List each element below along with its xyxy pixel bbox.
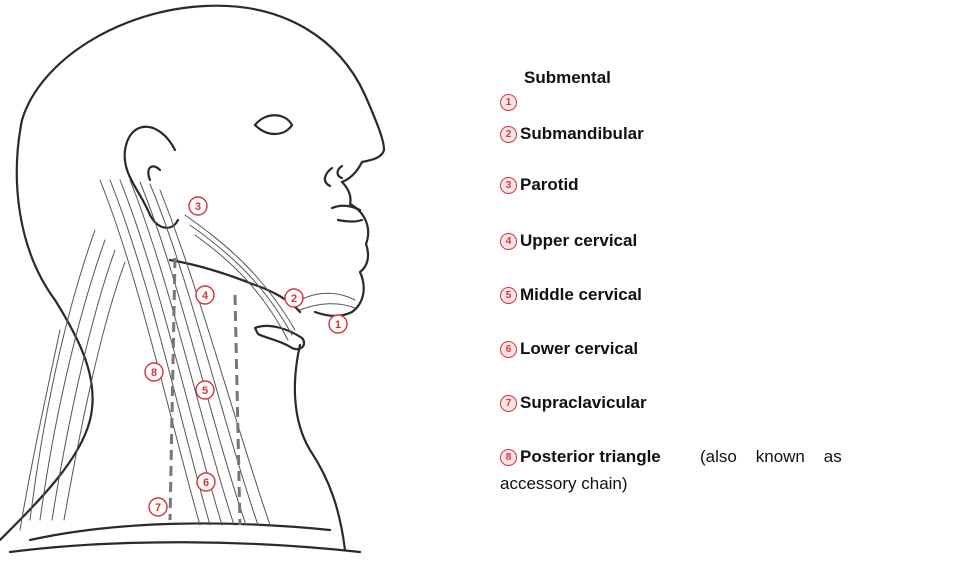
clavicle-line xyxy=(30,523,330,540)
number-8-icon: 8 xyxy=(500,449,517,466)
number-1-icon: 1 xyxy=(500,94,517,111)
node-marker-3: 3 xyxy=(189,197,207,215)
eye-lower xyxy=(255,125,292,134)
front-neck-line xyxy=(295,345,345,550)
node-marker-7: 7 xyxy=(149,498,167,516)
nostril xyxy=(338,166,343,178)
bottom-line xyxy=(10,542,360,552)
svg-text:1: 1 xyxy=(335,319,341,331)
number-3-icon: 3 xyxy=(500,177,517,194)
number-6-icon: 6 xyxy=(500,341,517,358)
neck-lymph-node-diagram: 1 2 3 4 5 6 7 8 xyxy=(0,0,470,556)
dashed-line-right xyxy=(235,295,240,525)
head-outline xyxy=(22,6,384,312)
chin-line xyxy=(315,312,352,316)
svg-text:7: 7 xyxy=(155,502,161,514)
svg-text:6: 6 xyxy=(203,477,209,489)
legend-item-upper-cervical: 4 Upper cervical xyxy=(500,231,637,251)
legend-item-parotid: 3 Parotid xyxy=(500,175,579,195)
legend-item-middle-cervical: 5 Middle cervical xyxy=(500,285,642,305)
number-5-icon: 5 xyxy=(500,287,517,304)
svg-text:3: 3 xyxy=(195,201,201,213)
lip-line xyxy=(338,220,362,222)
number-4-icon: 4 xyxy=(500,233,517,250)
legend-note-line2: accessory chain) xyxy=(500,474,628,494)
hyoid-bone xyxy=(255,326,304,349)
legend-item-posterior-triangle: 8 Posterior triangle (also known as xyxy=(500,447,960,467)
node-marker-5: 5 xyxy=(196,381,214,399)
svg-text:2: 2 xyxy=(291,293,297,305)
node-marker-4: 4 xyxy=(196,286,214,304)
svg-text:5: 5 xyxy=(202,385,208,397)
number-2-icon: 2 xyxy=(500,126,517,143)
node-marker-8: 8 xyxy=(145,363,163,381)
legend-item-submental-badge: 1 xyxy=(500,94,520,111)
node-marker-6: 6 xyxy=(197,473,215,491)
legend-note-line1: (also known as xyxy=(700,447,842,467)
lymph-node-legend: Submental 1 2 Submandibular 3 Parotid 4 … xyxy=(500,0,960,556)
node-marker-2: 2 xyxy=(285,289,303,307)
legend-item-submandibular: 2 Submandibular xyxy=(500,124,644,144)
number-7-icon: 7 xyxy=(500,395,517,412)
svg-text:8: 8 xyxy=(151,367,157,379)
eye-upper xyxy=(255,115,292,125)
legend-item-lower-cervical: 6 Lower cervical xyxy=(500,339,638,359)
svg-text:4: 4 xyxy=(202,290,209,302)
nose-line xyxy=(325,168,332,186)
node-marker-1: 1 xyxy=(329,315,347,333)
legend-item-submental-label: Submental xyxy=(524,68,611,88)
legend-item-supraclavicular: 7 Supraclavicular xyxy=(500,393,647,413)
ear-inner xyxy=(148,166,160,180)
head-neck-illustration: 1 2 3 4 5 6 7 8 xyxy=(0,0,470,556)
